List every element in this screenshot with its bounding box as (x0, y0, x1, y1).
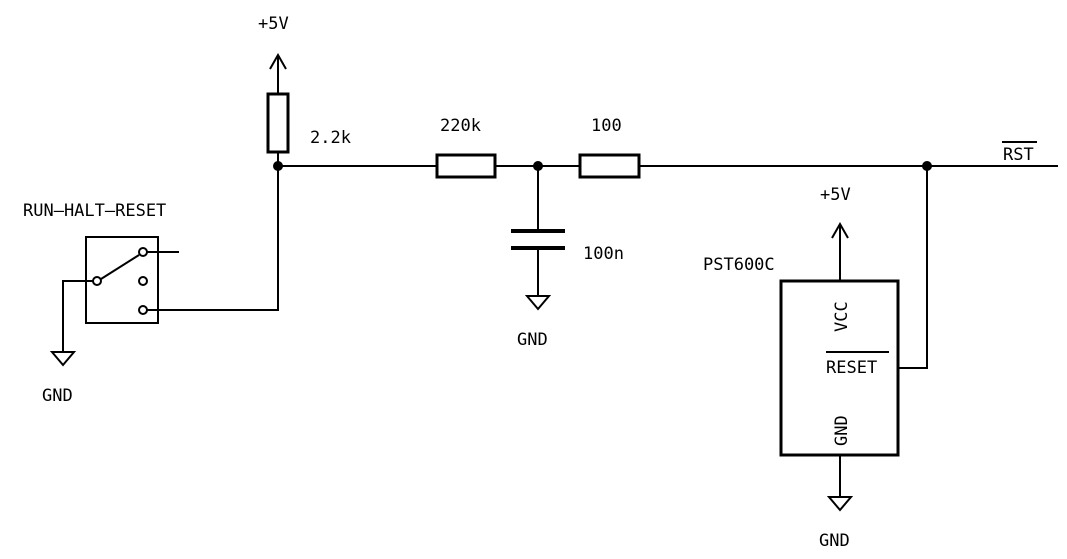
switch-contact-halt (138, 276, 148, 286)
vcc-ic-arrow (831, 221, 849, 239)
gnd-switch-symbol (49, 351, 77, 367)
vcc-top-label: +5V (258, 14, 289, 34)
switch-contact-reset (138, 305, 148, 315)
gnd-switch-label: GND (42, 386, 73, 406)
resistor-220k (435, 153, 497, 179)
vcc-top-symbol (269, 52, 287, 94)
resistor-pullup-label: 2.2k (310, 128, 351, 148)
wire-ic-reset-to-rst (898, 166, 928, 369)
switch-title: RUN—HALT—RESET (23, 201, 166, 221)
resistor-pullup (266, 92, 290, 154)
switch-contact-run (138, 247, 148, 257)
ic-name-label: PST600C (703, 255, 775, 275)
switch-contact-common (92, 276, 102, 286)
ic-pin-gnd: GND (832, 415, 852, 446)
ic-pin-reset: RESET (826, 358, 877, 378)
wire-switch-reset-to-node (147, 166, 279, 311)
gnd-cap-symbol (524, 295, 552, 311)
resistor-100 (578, 153, 641, 179)
gnd-ic-label: GND (819, 531, 850, 551)
switch-lever (100, 254, 140, 280)
gnd-ic-symbol (826, 496, 854, 512)
vcc-ic-label: +5V (820, 185, 851, 205)
gnd-cap-label: GND (517, 330, 548, 350)
resistor-100-label: 100 (591, 116, 622, 136)
rst-net-label: RST (1003, 145, 1034, 165)
resistor-220k-label: 220k (440, 116, 481, 136)
ic-pin-vcc: VCC (832, 301, 852, 332)
capacitor-label: 100n (583, 244, 624, 264)
wire-switch-common-to-gnd (62, 280, 93, 352)
